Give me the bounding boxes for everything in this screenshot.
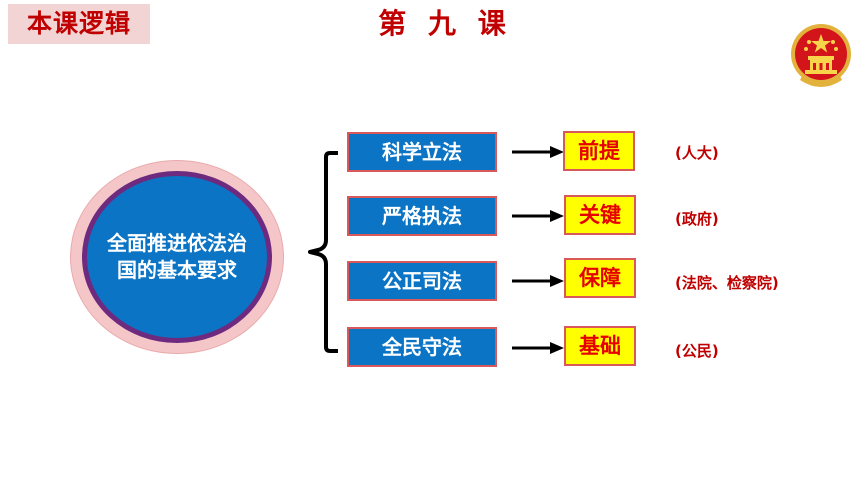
body-label-government: (政府) [675, 210, 719, 228]
category-box-legislation: 科学立法 [347, 132, 497, 172]
arrow-icon [512, 275, 564, 287]
body-label-citizens: (公民) [675, 342, 719, 360]
center-node: 全面推进依法治国的基本要求 [82, 171, 272, 343]
role-box-guarantee: 保障 [564, 258, 636, 298]
page-title: 第 九 课 [378, 7, 512, 40]
category-box-law-abiding: 全民守法 [347, 327, 497, 367]
center-node-label: 全面推进依法治国的基本要求 [107, 231, 247, 282]
brace-connector [308, 151, 338, 353]
lesson-logic-tag: 本课逻辑 [8, 4, 150, 44]
arrow-icon [512, 342, 564, 354]
body-label-npc: (人大) [675, 144, 719, 162]
arrow-icon [512, 210, 564, 222]
category-box-enforcement: 严格执法 [347, 196, 497, 236]
body-label-courts-procuratorate: (法院、检察院) [675, 274, 779, 292]
national-emblem-icon [791, 24, 851, 87]
category-box-judiciary: 公正司法 [347, 261, 497, 301]
role-box-premise: 前提 [563, 131, 635, 171]
arrow-icon [512, 146, 564, 158]
role-box-foundation: 基础 [564, 326, 636, 366]
role-box-key: 关键 [564, 195, 636, 235]
